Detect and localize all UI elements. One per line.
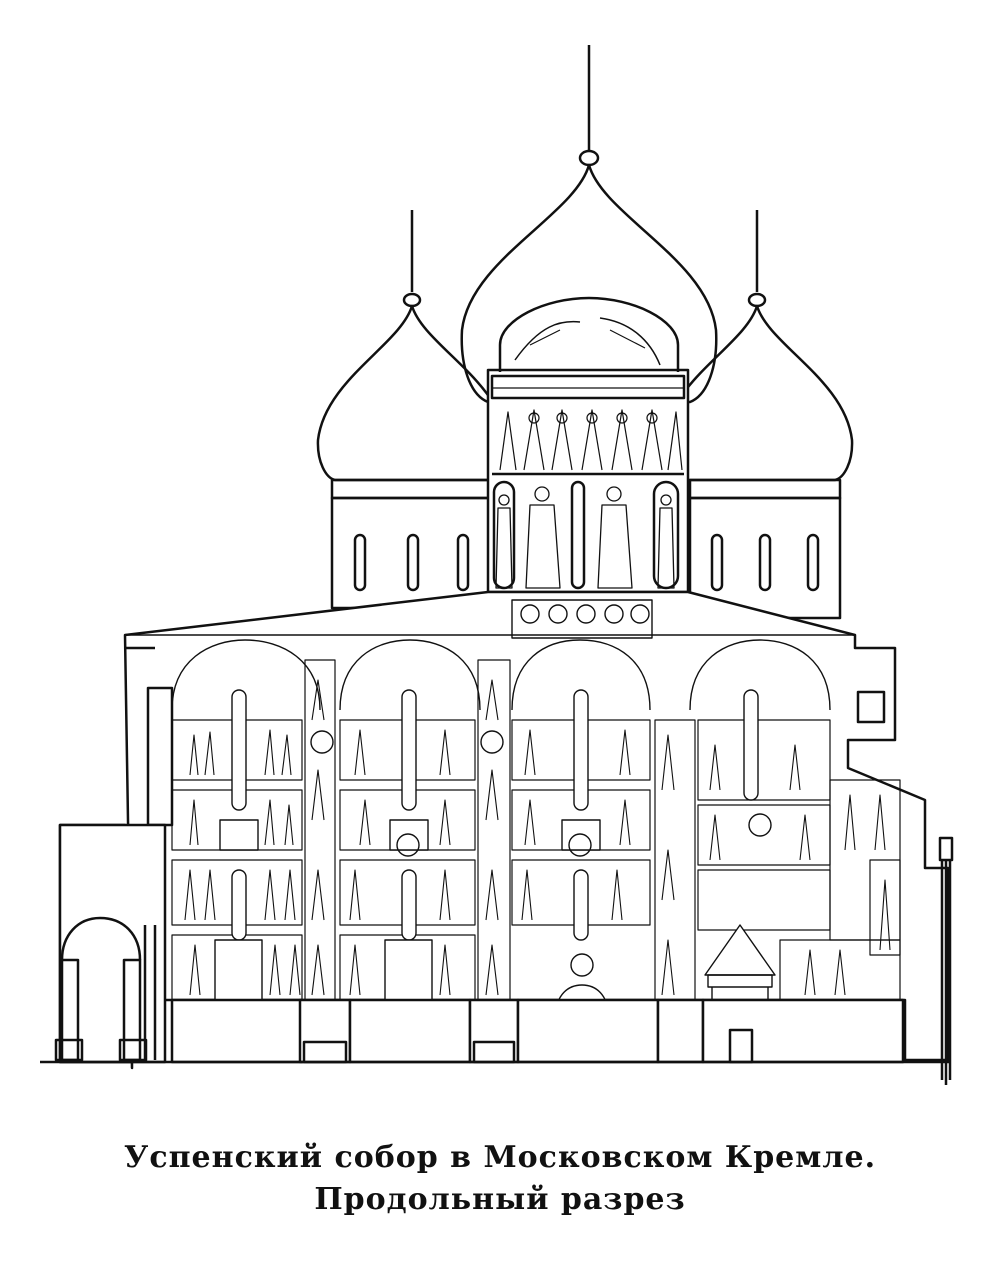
pier-bases — [40, 998, 950, 1064]
west-porch — [54, 823, 167, 1064]
right-cupola — [661, 210, 854, 620]
drainpipe — [938, 836, 954, 1085]
caption-subtitle: Продольный разрез — [314, 1182, 686, 1217]
caption-title: Успенский собор в Московском Кремле. — [123, 1140, 877, 1175]
left-cupola — [316, 210, 509, 610]
central-cupola — [460, 45, 718, 594]
